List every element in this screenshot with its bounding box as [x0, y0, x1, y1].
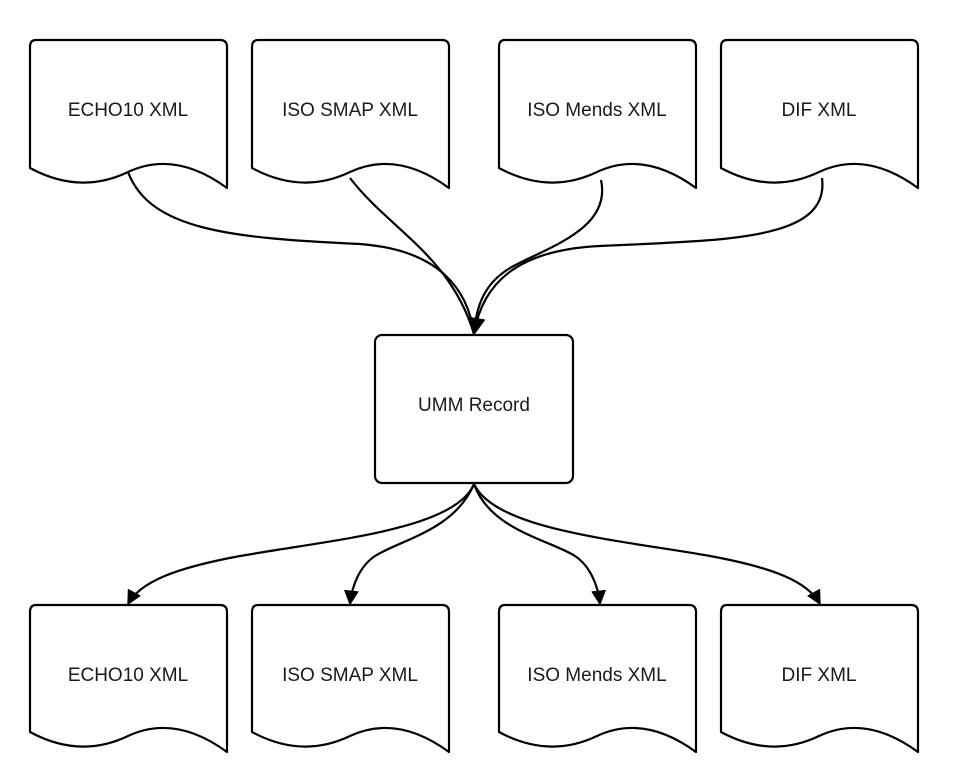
connector-dif-to-umm: [467, 177, 824, 336]
output-document-iso-smap: ISO SMAP XML: [250, 603, 451, 754]
output-connectors: [127, 483, 821, 606]
umm-record-label: UMM Record: [418, 395, 530, 416]
connector-umm-to-echo10: [127, 483, 476, 606]
connector-iso-mends-to-umm: [472, 179, 604, 335]
input-document-dif: DIF XML: [719, 38, 920, 190]
input-document-iso-smap: ISO SMAP XML: [250, 38, 451, 190]
input-document-label: ECHO10 XML: [68, 100, 188, 121]
connector-iso-smap-to-umm: [349, 177, 476, 335]
input-document-echo10: ECHO10 XML: [28, 38, 229, 190]
input-document-label: ISO SMAP XML: [282, 100, 418, 121]
input-connectors: [126, 171, 824, 336]
output-document-iso-mends: ISO Mends XML: [497, 603, 698, 754]
input-document-label: ISO Mends XML: [527, 100, 666, 121]
connector-umm-to-dif: [473, 483, 821, 606]
input-document-iso-mends: ISO Mends XML: [497, 38, 698, 190]
output-document-dif: DIF XML: [719, 603, 920, 754]
output-document-echo10: ECHO10 XML: [28, 603, 229, 754]
umm-record-node: UMM Record: [373, 333, 575, 485]
output-document-label: DIF XML: [782, 665, 857, 686]
connector-umm-to-iso-smap: [343, 483, 476, 606]
input-document-label: DIF XML: [782, 100, 857, 121]
connector-umm-to-iso-mends: [472, 483, 607, 606]
output-document-label: ISO SMAP XML: [282, 665, 418, 686]
output-document-label: ECHO10 XML: [68, 665, 188, 686]
connector-echo10-to-umm: [126, 171, 476, 335]
output-document-label: ISO Mends XML: [527, 665, 666, 686]
